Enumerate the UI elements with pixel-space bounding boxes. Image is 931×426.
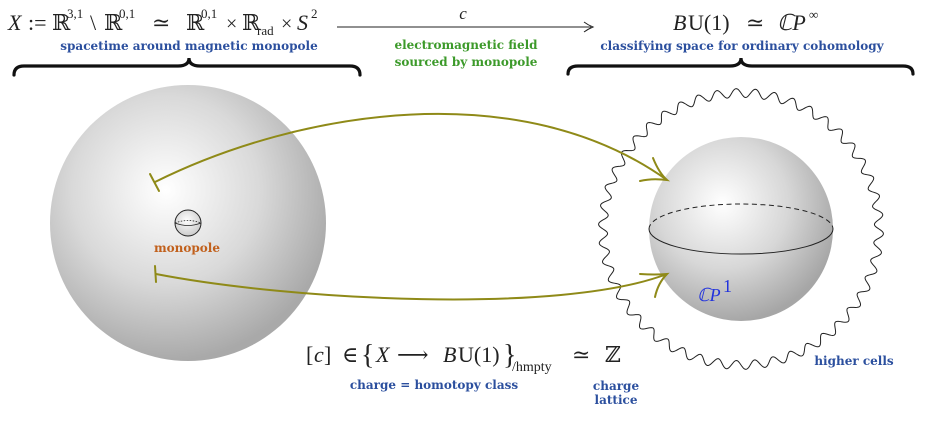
formula-times-1: × bbox=[226, 13, 237, 35]
bottom-simeq: ≃ bbox=[572, 342, 590, 367]
spacetime-brace bbox=[12, 57, 362, 77]
brace-close: } bbox=[503, 340, 516, 371]
formula-r31: ℝ bbox=[52, 10, 71, 35]
formula-u1: U(1) bbox=[688, 10, 730, 35]
classifying-space-formula: B U(1) ≃ ℂP ∞ bbox=[673, 7, 818, 35]
field-caption-line2: sourced by monopole bbox=[395, 55, 538, 69]
monopole-glyph bbox=[174, 209, 202, 237]
brace-open: { bbox=[361, 340, 374, 371]
spacetime-caption: spacetime around magnetic monopole bbox=[60, 39, 318, 53]
lattice-caption-line2: lattice bbox=[595, 393, 638, 407]
set-x: X bbox=[375, 342, 391, 367]
formula-s-sup: 2 bbox=[311, 6, 318, 21]
formula-times-2: × bbox=[281, 13, 292, 35]
map-arrow bbox=[337, 21, 595, 33]
cp1-label: ℂP 1 bbox=[697, 276, 732, 305]
formula-cp-infty-sup: ∞ bbox=[809, 7, 818, 22]
charge-caption: charge = homotopy class bbox=[350, 378, 518, 392]
hmpty-sub: /hmpty bbox=[512, 360, 552, 375]
spacetime-formula: X := ℝ 3,1 \ ℝ 0,1 ≃ ℝ 0,1 × ℝ rad × S 2 bbox=[7, 6, 318, 38]
classifying-brace bbox=[566, 57, 915, 76]
long-arrow: ⟶ bbox=[397, 342, 429, 367]
map-c-label: c bbox=[459, 4, 467, 23]
formula-setminus: \ bbox=[90, 10, 97, 35]
formula-cp-infty: ℂP bbox=[777, 10, 806, 35]
formula-r01-b-sup: 0,1 bbox=[201, 6, 217, 21]
formula-b: B bbox=[673, 10, 686, 35]
formula-r31-sup: 3,1 bbox=[67, 6, 83, 21]
formula-r-rad: ℝ bbox=[242, 10, 261, 35]
formula-r01-a-sup: 0,1 bbox=[119, 6, 135, 21]
charge-c: c bbox=[314, 342, 324, 367]
set-b: B bbox=[443, 342, 456, 367]
formula-r01-b: ℝ bbox=[186, 10, 205, 35]
classifying-sphere bbox=[649, 137, 833, 321]
formula-r-rad-sub: rad bbox=[257, 23, 274, 38]
formula-simeq-right: ≃ bbox=[746, 10, 764, 35]
set-u1: U(1) bbox=[458, 342, 500, 367]
upper-mapsto-arrow bbox=[149, 112, 671, 192]
bracket-close: ] bbox=[324, 342, 331, 367]
formula-x: X bbox=[7, 10, 23, 35]
lattice-caption-line1: charge bbox=[593, 379, 640, 393]
formula-simeq: ≃ bbox=[152, 10, 170, 35]
formula-defeq: := bbox=[28, 10, 47, 35]
equator bbox=[648, 203, 834, 255]
field-caption-line1: electromagnetic field bbox=[394, 38, 538, 52]
higher-cells-outline bbox=[598, 88, 884, 370]
lower-mapsto-arrow bbox=[154, 265, 670, 301]
cp1-sup: 1 bbox=[723, 276, 732, 296]
bracket-open: [ bbox=[306, 342, 313, 367]
formula-s: S bbox=[297, 10, 308, 35]
element-of: ∈ bbox=[342, 342, 358, 367]
classifying-caption: classifying space for ordinary cohomolog… bbox=[600, 39, 884, 53]
cp1-main: ℂP bbox=[697, 285, 721, 305]
integers-z: ℤ bbox=[605, 342, 621, 367]
formula-r01-a: ℝ bbox=[104, 10, 123, 35]
charge-formula: [ c ] ∈ { X ⟶ B U(1) } /hmpty ≃ ℤ bbox=[306, 340, 621, 375]
higher-cells-label: higher cells bbox=[814, 354, 894, 368]
monopole-label: monopole bbox=[154, 241, 220, 255]
